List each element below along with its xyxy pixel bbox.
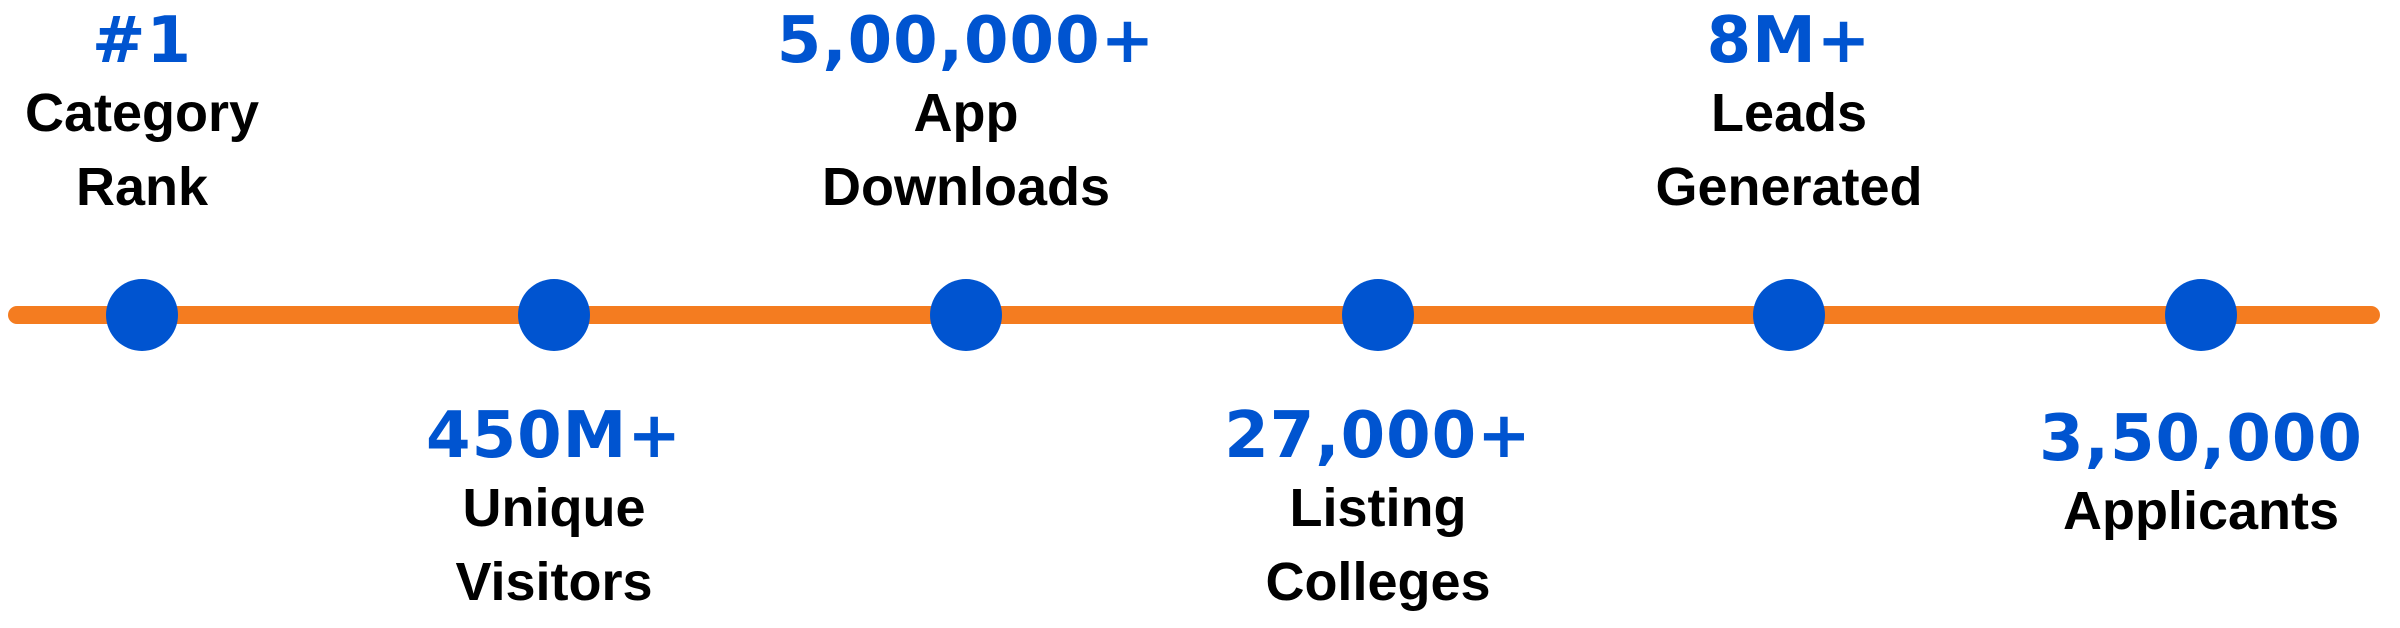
milestone-label: Listing <box>1289 478 1467 538</box>
milestone-value: 5,00,000+ <box>776 4 1156 78</box>
milestone-value: 450M+ <box>426 399 682 473</box>
milestone-value: 8M+ <box>1706 4 1872 78</box>
milestone-label: App <box>913 83 1019 143</box>
milestone-label: Unique <box>462 478 646 538</box>
milestone-label: Leads <box>1710 83 1868 143</box>
timeline-dot-5 <box>1753 279 1825 351</box>
timeline-dot-4 <box>1342 279 1414 351</box>
milestone-applicants: 3,50,000 Applicants <box>1991 404 2400 548</box>
milestone-label: Visitors <box>455 552 653 612</box>
milestone-app-downloads: 5,00,000+ App Downloads <box>756 6 1176 224</box>
timeline-dot-6 <box>2165 279 2237 351</box>
milestone-label: Rank <box>75 157 209 217</box>
milestone-unique-visitors: 450M+ Unique Visitors <box>344 401 764 619</box>
milestone-listing-colleges: 27,000+ Listing Colleges <box>1168 401 1588 619</box>
milestone-value: #1 <box>91 4 193 78</box>
timeline-dot-1 <box>106 279 178 351</box>
milestone-value: 3,50,000 <box>2039 402 2363 476</box>
milestone-label: Generated <box>1655 157 1923 217</box>
timeline-line <box>8 306 2380 324</box>
milestone-label: Colleges <box>1265 552 1491 612</box>
milestone-label: Category <box>24 83 260 143</box>
milestone-label: Applicants <box>2062 481 2340 541</box>
timeline-dot-2 <box>518 279 590 351</box>
milestone-leads-generated: 8M+ Leads Generated <box>1579 6 1999 224</box>
timeline-dot-3 <box>930 279 1002 351</box>
milestone-value: 27,000+ <box>1224 399 1532 473</box>
milestone-label: Downloads <box>821 157 1110 217</box>
milestone-category-rank: #1 Category Rank <box>0 6 352 224</box>
